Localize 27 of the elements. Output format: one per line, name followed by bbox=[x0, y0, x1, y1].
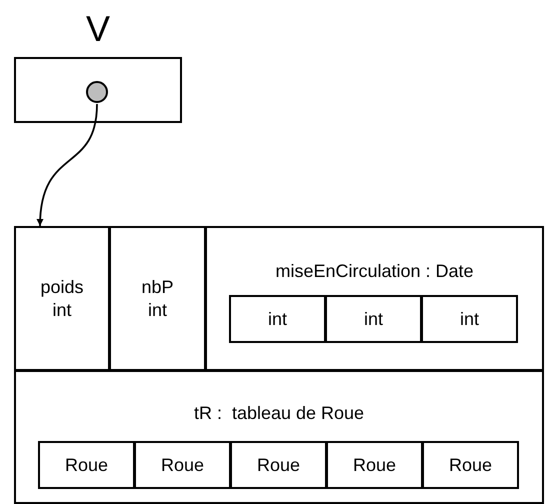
field-box bbox=[205, 226, 544, 371]
field-box bbox=[325, 295, 422, 343]
type-label: int bbox=[52, 298, 72, 322]
field-label: int bbox=[460, 308, 479, 330]
type-label: int bbox=[148, 298, 167, 322]
field-box bbox=[14, 226, 110, 371]
field-label: tR : tableau de Roue bbox=[192, 402, 366, 425]
field-box bbox=[38, 441, 135, 489]
field-label: Roue bbox=[448, 454, 492, 476]
field-label: Roue bbox=[256, 454, 300, 476]
field-box bbox=[422, 441, 519, 489]
field-label: Roue bbox=[64, 454, 108, 476]
arrow bbox=[36, 104, 98, 226]
field-label: poids bbox=[40, 276, 84, 298]
field-box bbox=[229, 295, 326, 343]
field-label: int bbox=[268, 308, 287, 330]
field-label: miseEnCirculation : Date bbox=[274, 260, 475, 283]
field-box bbox=[109, 226, 206, 371]
field-label: int bbox=[364, 308, 383, 330]
field-label: Roue bbox=[160, 454, 204, 476]
field-box bbox=[326, 441, 423, 489]
variable-name: V bbox=[84, 9, 111, 49]
field-box bbox=[421, 295, 518, 343]
field-label: nbP bbox=[141, 276, 174, 298]
field-box bbox=[134, 441, 231, 489]
field-box bbox=[230, 441, 327, 489]
field-label: Roue bbox=[352, 454, 396, 476]
